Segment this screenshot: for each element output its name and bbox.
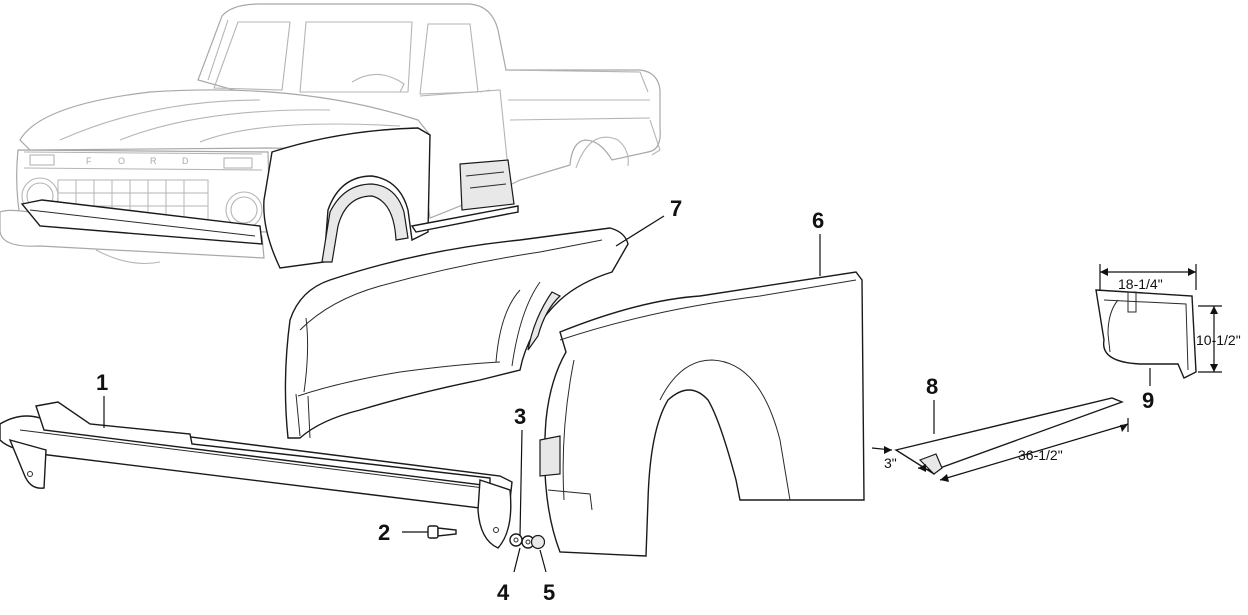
part-9-cab-corner xyxy=(1095,289,1197,379)
callout-8: 8 xyxy=(926,374,938,399)
part-1-front-apron xyxy=(0,401,513,549)
part-5-nut xyxy=(530,534,546,550)
dim-part8-width: 3" xyxy=(884,455,897,471)
grille-letter: R xyxy=(150,156,157,166)
dim-part9-width: 18-1/4" xyxy=(1118,276,1163,292)
callout-1: 1 xyxy=(96,370,108,395)
truck-fender-highlight xyxy=(263,127,431,269)
part-6-front-fender xyxy=(539,271,865,557)
grille-letter: D xyxy=(182,156,189,166)
part-7-inner-fender xyxy=(284,227,629,439)
part-2-bolt xyxy=(427,525,457,539)
dim-part9-height: 10-1/2" xyxy=(1196,332,1241,348)
callout-4: 4 xyxy=(497,580,510,605)
callout-2: 2 xyxy=(378,520,390,545)
leader-lines xyxy=(103,215,1151,573)
dimension-lines xyxy=(871,264,1222,482)
truck-running-board-highlight xyxy=(410,205,519,233)
callout-3: 3 xyxy=(514,404,526,429)
part-4-washer xyxy=(509,533,535,549)
callout-7: 7 xyxy=(670,196,682,221)
callout-9: 9 xyxy=(1142,388,1154,413)
truck-illustration: F O R D xyxy=(0,3,661,269)
dimension-labels: 18-1/4" 10-1/2" 36-1/2" 3" xyxy=(884,276,1241,471)
callout-6: 6 xyxy=(812,208,824,233)
truck-inner-fender-highlight xyxy=(321,183,409,263)
dim-part8-length: 36-1/2" xyxy=(1018,447,1063,463)
grille-letter: F xyxy=(86,156,92,166)
truck-cab-corner-highlight xyxy=(459,159,515,211)
truck-apron-highlight xyxy=(20,199,263,245)
callout-5: 5 xyxy=(543,580,555,605)
grille-letter: O xyxy=(118,156,125,166)
hardware xyxy=(427,525,546,550)
callouts: 1 2 3 4 5 6 7 8 9 xyxy=(96,196,1154,605)
